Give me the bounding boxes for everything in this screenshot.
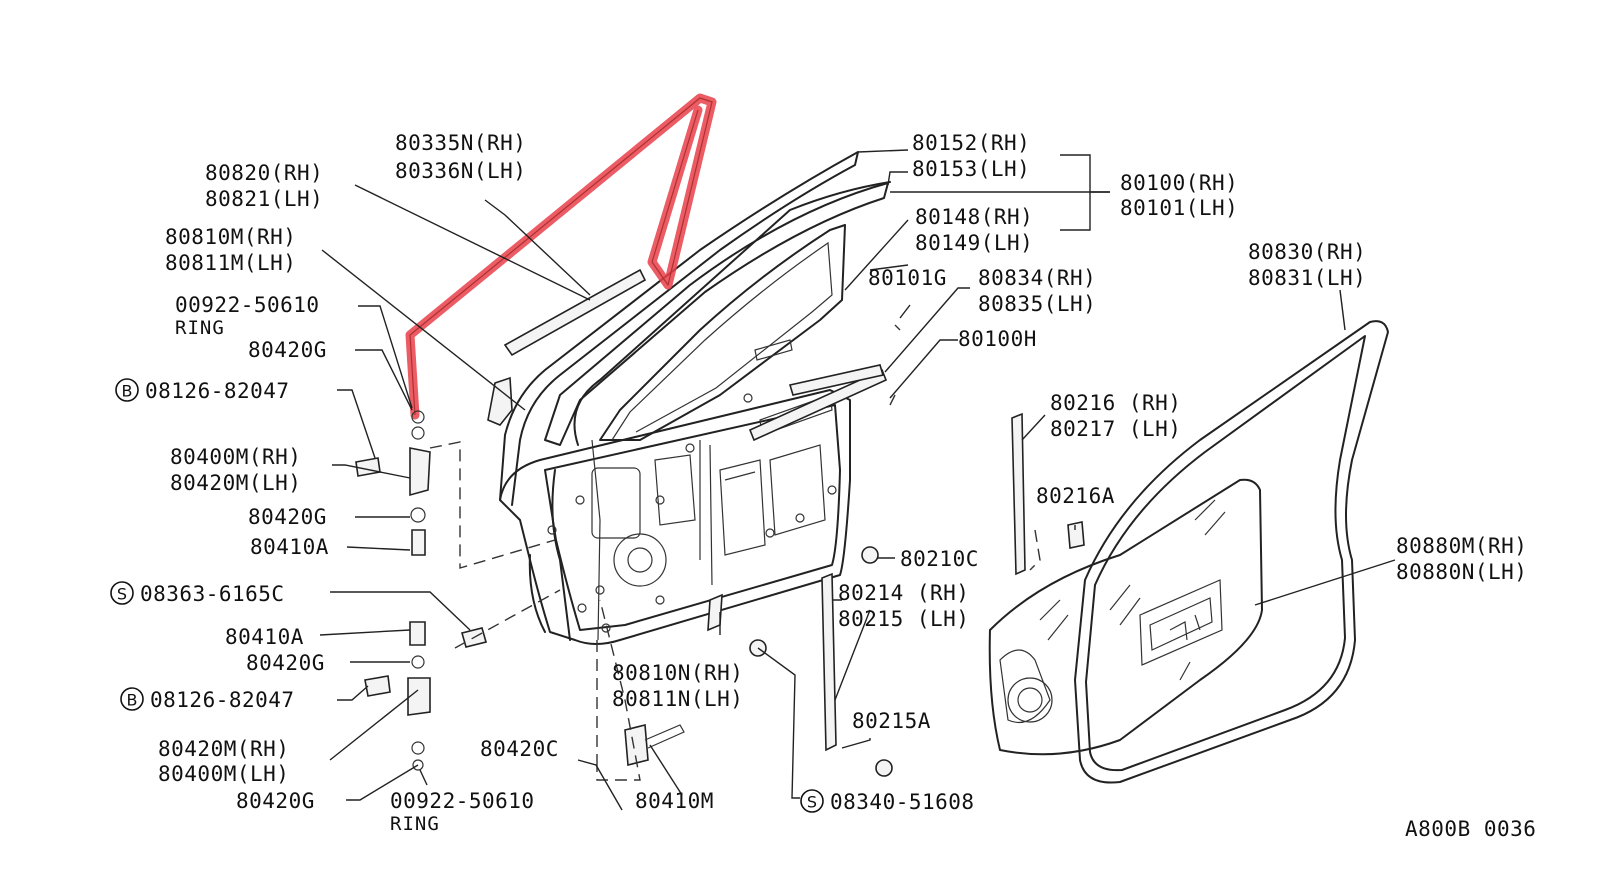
label-80400m: 80400M(RH) <box>170 445 301 469</box>
diagram-code: A800B 0036 <box>1405 817 1536 841</box>
marker-s-2 <box>800 789 824 813</box>
label-08340: 08340-51608 <box>830 790 975 814</box>
label-80880n: 80880N(LH) <box>1396 560 1527 584</box>
marker-b-top-text: B <box>122 382 133 401</box>
label-ring-top: RING <box>175 317 225 339</box>
label-80420m-lh: 80420M(LH) <box>170 471 301 495</box>
label-80420c: 80420C <box>480 737 559 761</box>
label-80810m: 80810M(RH) <box>165 225 296 249</box>
label-80835: 80835(LH) <box>978 292 1096 316</box>
label-08126-top: 08126-82047 <box>145 379 290 403</box>
label-80100h: 80100H <box>958 327 1037 351</box>
label-80810n: 80810N(RH) <box>612 661 743 685</box>
label-80215a: 80215A <box>852 709 931 733</box>
upper-hinge-assembly <box>355 376 513 556</box>
sash-moulding-highlight <box>405 93 717 420</box>
label-08126-bottom: 08126-82047 <box>150 688 295 712</box>
label-80830: 80830(RH) <box>1248 240 1366 264</box>
door-shell <box>499 151 889 645</box>
part-labels: 80335N(RH) 80336N(LH) 80820(RH) 80821(LH… <box>110 131 1536 841</box>
label-08363: 08363-6165C <box>140 582 285 606</box>
label-80216a: 80216A <box>1036 484 1115 508</box>
label-80420m-rh: 80420M(RH) <box>158 737 289 761</box>
label-80214: 80214 (RH) <box>838 581 969 605</box>
label-80336n: 80336N(LH) <box>395 159 526 183</box>
label-80217: 80217 (LH) <box>1050 417 1181 441</box>
label-80101: 80101(LH) <box>1120 196 1238 220</box>
label-80420g-1: 80420G <box>248 338 327 362</box>
label-80811m: 80811M(LH) <box>165 251 296 275</box>
label-80210c: 80210C <box>900 547 979 571</box>
leader-lines <box>319 149 1396 811</box>
marker-s-1 <box>110 581 134 605</box>
label-80811n: 80811N(LH) <box>612 687 743 711</box>
label-80834: 80834(RH) <box>978 266 1096 290</box>
label-80101g: 80101G <box>868 266 947 290</box>
marker-b-bottom <box>120 687 144 711</box>
label-80420g-3: 80420G <box>246 651 325 675</box>
belt-weatherstrip-inner <box>748 364 888 442</box>
label-80400m-lh: 80400M(LH) <box>158 762 289 786</box>
door-trim-panel <box>988 478 1263 756</box>
label-80215: 80215 (LH) <box>838 607 969 631</box>
label-80100: 80100(RH) <box>1120 171 1238 195</box>
label-80335n: 80335N(RH) <box>395 131 526 155</box>
label-80410a-1: 80410A <box>250 535 329 559</box>
marker-s-1-text: S <box>117 585 127 604</box>
door-check <box>624 593 767 767</box>
division-bar-rear <box>1011 412 1085 576</box>
lower-hinge-assembly <box>364 621 487 771</box>
label-80420g-2: 80420G <box>248 505 327 529</box>
label-80831: 80831(LH) <box>1248 266 1366 290</box>
label-80420g-4: 80420G <box>236 789 315 813</box>
label-00922-ring-top: 00922-50610 <box>175 293 320 317</box>
label-80880m: 80880M(RH) <box>1396 534 1527 558</box>
label-80410m: 80410M <box>635 789 714 813</box>
marker-b-top <box>115 378 139 402</box>
label-80820: 80820(RH) <box>205 161 323 185</box>
label-ring-bottom: RING <box>390 813 440 835</box>
division-bar-front <box>821 546 893 777</box>
label-80153: 80153(LH) <box>912 157 1030 181</box>
marker-s-2-text: S <box>807 793 817 812</box>
marker-b-bottom-text: B <box>127 691 138 710</box>
glass-run-channel <box>573 181 891 446</box>
label-80216: 80216 (RH) <box>1050 391 1181 415</box>
label-80410a-2: 80410A <box>225 625 304 649</box>
door-weatherstrip <box>1074 320 1389 784</box>
label-80149: 80149(LH) <box>915 231 1033 255</box>
belt-moulding-outer <box>503 268 647 357</box>
label-80148: 80148(RH) <box>915 205 1033 229</box>
dashed-leader-lines <box>429 324 1041 781</box>
label-80821: 80821(LH) <box>205 187 323 211</box>
label-80152: 80152(RH) <box>912 131 1030 155</box>
label-00922-ring-bottom: 00922-50610 <box>390 789 535 813</box>
